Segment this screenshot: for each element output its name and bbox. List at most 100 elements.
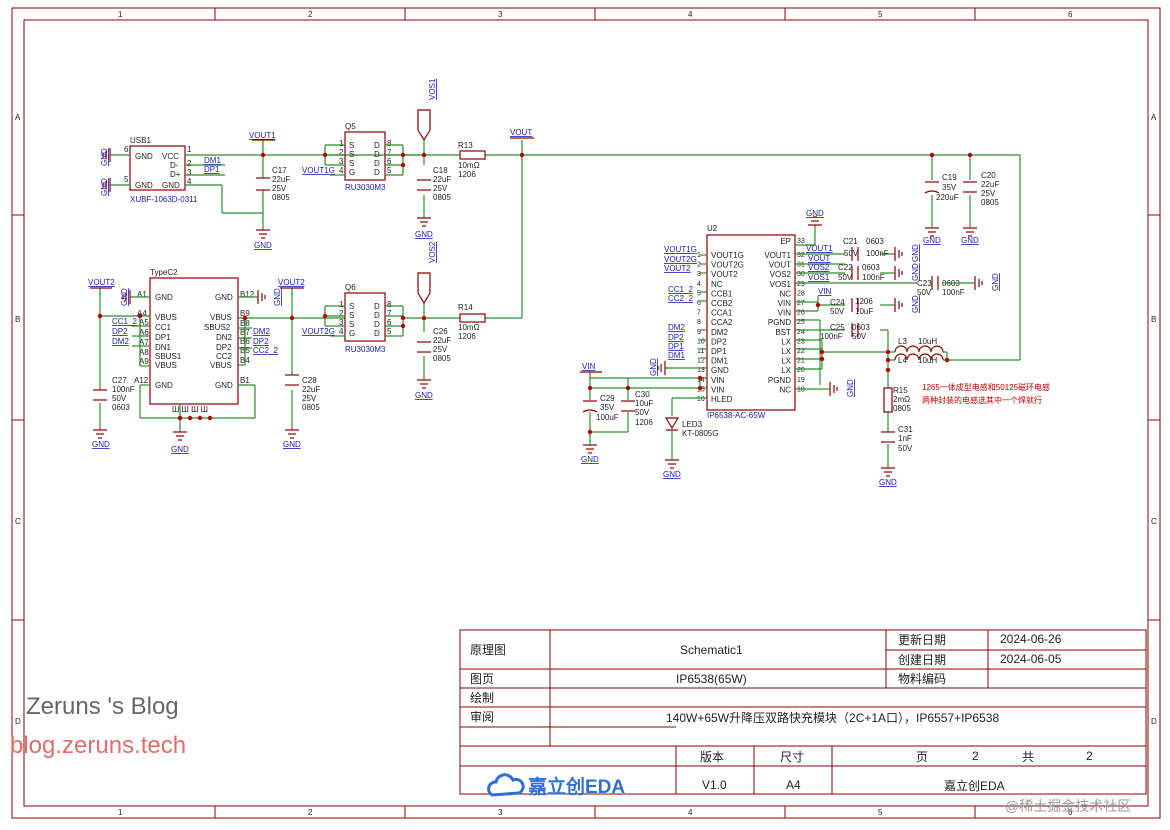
c28-volt: 25V [302, 394, 317, 403]
c25-volt: 50V [852, 332, 867, 341]
svg-text:DP1: DP1 [155, 333, 171, 342]
u2-pin-label: LX [781, 357, 791, 366]
svg-text:CC2: CC2 [216, 352, 233, 361]
svg-text:DM1: DM1 [204, 156, 221, 165]
svg-text:DP1: DP1 [204, 165, 220, 174]
u2-net: DP2 [668, 333, 684, 342]
gnd-label: GND [663, 470, 681, 479]
u2-pin-number: 29 [797, 281, 805, 288]
c18-val: 22uF [433, 175, 451, 184]
svg-text:D-: D- [170, 161, 179, 170]
svg-text:G: G [349, 329, 355, 338]
tb-updated: 2024-06-26 [1000, 632, 1062, 646]
gnd-symbol [657, 361, 666, 375]
u2-pin-label: VOUT1 [764, 251, 791, 260]
gnd-label: GND [283, 440, 301, 449]
tb-created: 2024-06-05 [1000, 652, 1062, 666]
svg-text:3: 3 [339, 157, 344, 166]
capacitor-c20 [963, 181, 977, 193]
c31-val: 1nF [898, 434, 912, 443]
svg-text:DP2: DP2 [112, 327, 128, 336]
gnd-label: GND [846, 379, 855, 397]
row-label: D [15, 717, 21, 726]
vout2-label: VOUT2 [88, 278, 115, 287]
gnd-label: GND [100, 178, 109, 196]
gnd-symbol [925, 227, 939, 237]
svg-text:S: S [349, 320, 354, 329]
tb-label: 创建日期 [898, 653, 946, 667]
usb1-connector: USB1 XUBF-1063D-0311 GND VCC D- D+ GND G… [124, 136, 221, 204]
u2-pin-label: NC [711, 280, 723, 289]
col-label: 1 [118, 808, 123, 817]
u2-pin-label: CCA2 [711, 318, 733, 327]
capacitor-c18 [417, 179, 431, 191]
c21-volt: 50V [844, 249, 859, 258]
logo-text: 嘉立创EDA [527, 775, 625, 798]
svg-text:DM2: DM2 [253, 327, 270, 336]
tb-label: 尺寸 [780, 750, 804, 764]
u2-pin-number: 25 [797, 319, 805, 326]
svg-text:CC1_2: CC1_2 [112, 317, 137, 326]
svg-text:5: 5 [124, 175, 129, 184]
cloud-icon [487, 773, 525, 797]
vout1-label: VOUT1 [249, 131, 276, 140]
u2-pin-label: PGND [768, 318, 791, 327]
u2-pin-number: 13 [697, 367, 705, 374]
svg-text:GND: GND [155, 381, 173, 390]
svg-text:3: 3 [187, 168, 192, 177]
c31-volt: 50V [898, 444, 913, 453]
u2-pin-label: VOUT2 [711, 270, 738, 279]
r14-pkg: 1206 [458, 332, 476, 341]
gnd-label: GND [415, 230, 433, 239]
capacitor-c25 [851, 323, 859, 337]
gnd-symbol [417, 379, 431, 389]
svg-text:D: D [374, 320, 380, 329]
capacitor-c23 [931, 276, 939, 290]
inductor-l4 [894, 353, 944, 361]
vout2g-label: VOUT2G [302, 327, 335, 336]
c23-volt: 50V [917, 288, 932, 297]
gnd-label: GND [911, 295, 920, 313]
c30-ref: C30 [635, 390, 650, 399]
r13-ref: R13 [458, 141, 473, 150]
svg-text:Q5: Q5 [345, 122, 356, 131]
row-label: A [1151, 113, 1157, 122]
svg-text:8: 8 [387, 139, 392, 148]
u2-net: VOS2 [808, 263, 830, 272]
jlc-logo: 嘉立创EDA [487, 773, 625, 798]
svg-text:D: D [374, 329, 380, 338]
u2-pin-number: 21 [797, 358, 805, 365]
l4-val: 10uH [918, 356, 937, 365]
svg-text:DP2: DP2 [253, 337, 269, 346]
svg-text:S: S [349, 302, 354, 311]
u2-pin-number: 28 [797, 290, 805, 297]
col-label: 5 [878, 808, 883, 817]
r15-ref: R15 [893, 386, 908, 395]
capacitor-c29 [582, 400, 598, 413]
gnd-symbol [93, 429, 107, 439]
gnd-label: GND [254, 241, 272, 250]
u2-pin-number: 10 [697, 338, 705, 345]
svg-text:DN1: DN1 [155, 343, 172, 352]
resistor-r14 [459, 313, 486, 323]
svg-text:GND: GND [135, 152, 153, 161]
u2-net: VOUT [808, 254, 830, 263]
u2-pin-number: 11 [697, 348, 704, 355]
svg-text:DN2: DN2 [216, 333, 233, 342]
gnd-label: GND [100, 148, 109, 166]
col-label: 5 [878, 10, 883, 19]
svg-text:A5: A5 [139, 318, 149, 327]
svg-text:S: S [349, 150, 354, 159]
vin-label: VIN [582, 362, 596, 371]
col-label: 1 [118, 10, 123, 19]
u2-pin-label: CCA1 [711, 309, 733, 318]
u2-pin-number: 3 [697, 271, 701, 278]
svg-text:GND: GND [162, 181, 180, 190]
u2-pin-label: VOUT [769, 261, 791, 270]
u2-net: CC2_2 [668, 294, 693, 303]
svg-text:D: D [374, 150, 380, 159]
c17-ref: C17 [272, 166, 287, 175]
mosfet-q6: Q6 RU3030M3 S S S G D D D D 1 2 3 4 8 7 … [339, 283, 392, 354]
r13-pkg: 1206 [458, 170, 476, 179]
